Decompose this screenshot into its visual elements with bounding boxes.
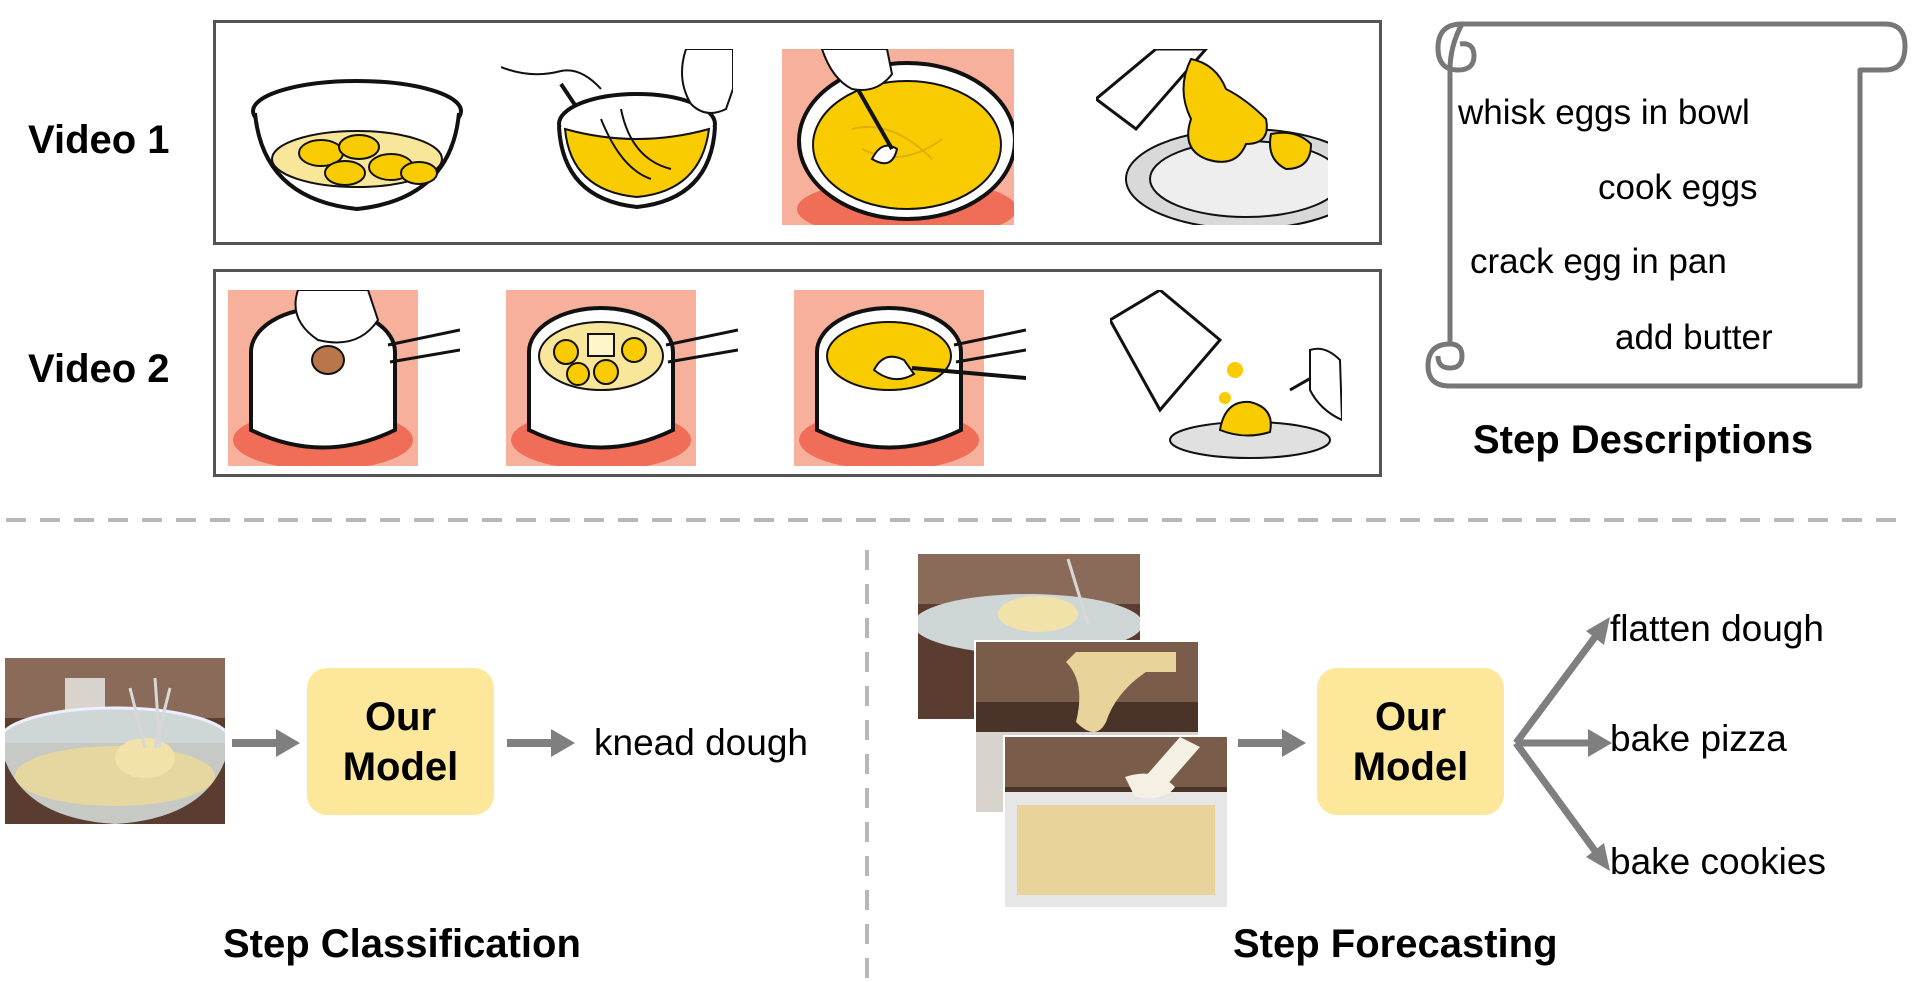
video-2-frame-1-illustration [228, 290, 460, 466]
scroll-illustration [1425, 21, 1908, 389]
video-2-frame-3-illustration [794, 290, 1026, 466]
video-2-frame-4-illustration [1110, 290, 1342, 459]
classification-model-line-1: Our [364, 694, 437, 739]
forecasting-model-line-2: Model [1352, 744, 1469, 789]
classification-output-label: knead dough [594, 722, 808, 763]
step-classification-title: Step Classification [223, 922, 581, 966]
forecasting-branch-arrows [1513, 617, 1612, 871]
step-description-1: whisk eggs in bowl [1458, 93, 1750, 132]
step-description-4: add butter [1615, 318, 1773, 357]
video-2-frame [213, 269, 1382, 477]
video-1-frame-3-illustration [782, 49, 1014, 225]
step-forecasting-title: Step Forecasting [1233, 922, 1558, 966]
forecasting-model-line-1: Our [1374, 694, 1447, 739]
forecast-output-3: bake cookies [1610, 841, 1826, 882]
video-1-label: Video 1 [28, 118, 170, 162]
video-2-label: Video 2 [28, 347, 170, 391]
forecast-output-1: flatten dough [1610, 608, 1824, 649]
video-1-frame-2-illustration [501, 49, 733, 210]
forecast-output-2: bake pizza [1610, 718, 1787, 759]
video-1-frame-4-illustration [1096, 49, 1328, 225]
vertical-divider [865, 550, 869, 982]
classification-input-frame [5, 658, 225, 824]
step-description-3: crack egg in pan [1470, 242, 1727, 281]
classification-model-box: Our Model [307, 668, 494, 815]
forecasting-input-frame-3 [1003, 735, 1229, 909]
classification-arrow-out [507, 729, 575, 757]
video-1-frame-1-illustration [251, 79, 463, 212]
classification-model-line-2: Model [342, 744, 459, 789]
step-descriptions-title: Step Descriptions [1473, 418, 1814, 462]
video-1-frame [213, 20, 1382, 245]
step-description-2: cook eggs [1598, 168, 1758, 207]
forecasting-arrow-in [1238, 729, 1306, 757]
forecasting-model-box: Our Model [1317, 668, 1504, 815]
classification-arrow-in [232, 729, 300, 757]
horizontal-divider [6, 518, 1910, 522]
video-2-frame-2-illustration [506, 290, 738, 466]
